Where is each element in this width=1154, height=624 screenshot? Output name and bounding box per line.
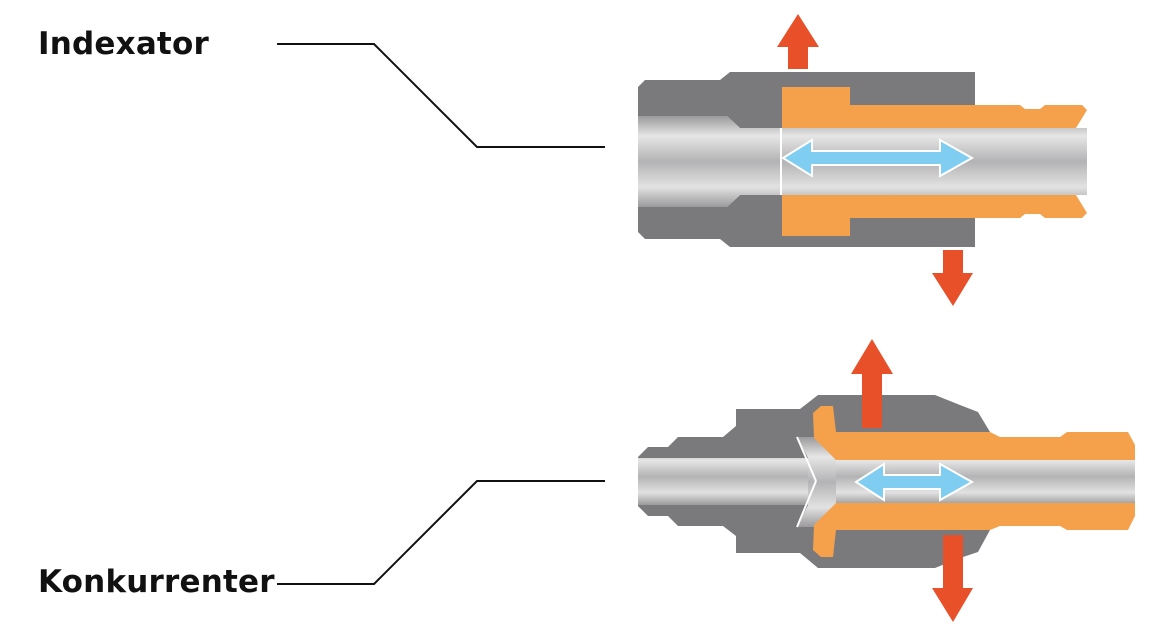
flow-arrow-top (781, 138, 975, 178)
insert-bottom-lower (813, 503, 1135, 557)
indexator-fitting (638, 14, 1087, 306)
label-indexator: Indexator (38, 26, 209, 62)
leader-line-bottom (277, 480, 605, 585)
force-arrow-up-top (777, 14, 819, 69)
konkurrenter-fitting (638, 339, 1135, 622)
force-arrow-down-top (932, 250, 973, 306)
insert-top-upper (782, 87, 1087, 128)
label-konkurrenter: Konkurrenter (38, 564, 275, 600)
leader-line-top (277, 43, 605, 148)
force-arrow-up-bottom (851, 339, 893, 428)
insert-top-lower (782, 195, 1087, 236)
force-arrow-down-bottom (932, 535, 973, 622)
insert-bottom-upper (813, 406, 1135, 460)
housing-top-upper (638, 72, 975, 128)
flow-arrow-bottom (854, 462, 975, 502)
housing-top-lower (638, 195, 975, 247)
